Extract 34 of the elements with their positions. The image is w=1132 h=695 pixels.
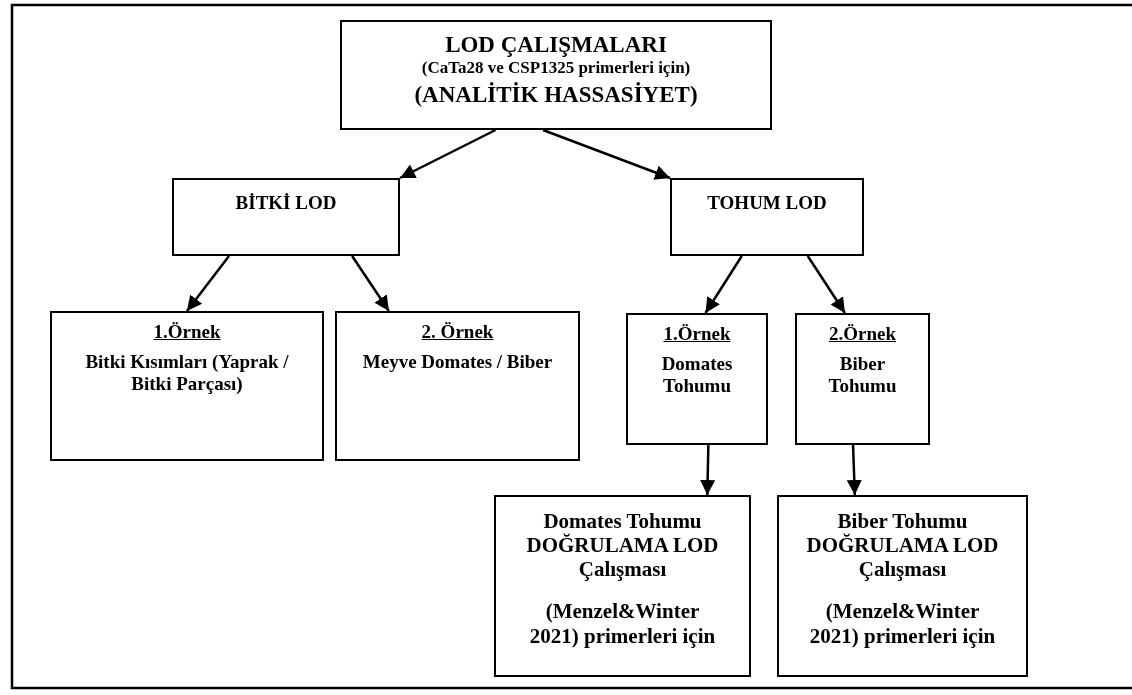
- box-text: TOHUM LOD: [707, 192, 827, 214]
- arrow: [806, 255, 846, 314]
- box-text: (Menzel&Winter 2021) primerleri için: [528, 599, 717, 648]
- process-box: [795, 313, 930, 445]
- process-box: [626, 313, 768, 445]
- process-box: [335, 311, 580, 461]
- arrow: [704, 255, 743, 314]
- process-box: [340, 20, 772, 130]
- process-box: [670, 178, 864, 256]
- box-heading: 1.Örnek: [663, 323, 731, 345]
- box-text: Biber Tohumu: [827, 352, 898, 397]
- arrow: [846, 444, 862, 496]
- arrow: [399, 128, 497, 180]
- process-box: [777, 495, 1028, 677]
- box-text: (CaTa28 ve CSP1325 primerleri için): [421, 58, 691, 78]
- arrow: [351, 255, 390, 312]
- box-text: (Menzel&Winter 2021) primerleri için: [808, 599, 997, 648]
- box-text: (ANALİTİK HASSASİYET): [414, 82, 698, 109]
- box-heading: 2. Örnek: [421, 321, 494, 343]
- process-box: [494, 495, 751, 677]
- arrow: [186, 255, 230, 312]
- process-box: [50, 311, 324, 461]
- box-text: BİTKİ LOD: [235, 192, 337, 214]
- box-text: Meyve Domates / Biber: [362, 350, 553, 373]
- box-heading: 1.Örnek: [153, 321, 221, 343]
- arrow: [700, 444, 716, 496]
- box-text: Domates Tohumu DOĞRULAMA LOD Çalışması: [525, 509, 720, 582]
- box-text: Biber Tohumu DOĞRULAMA LOD Çalışması: [805, 509, 1000, 582]
- process-box: [172, 178, 400, 256]
- box-text: Bitki Kısımları (Yaprak / Bitki Parçası): [84, 350, 290, 395]
- arrow: [542, 128, 671, 180]
- box-heading: 2.Örnek: [829, 323, 896, 345]
- box-text: Domates Tohumu: [660, 352, 734, 397]
- box-text: LOD ÇALIŞMALARI: [445, 32, 667, 59]
